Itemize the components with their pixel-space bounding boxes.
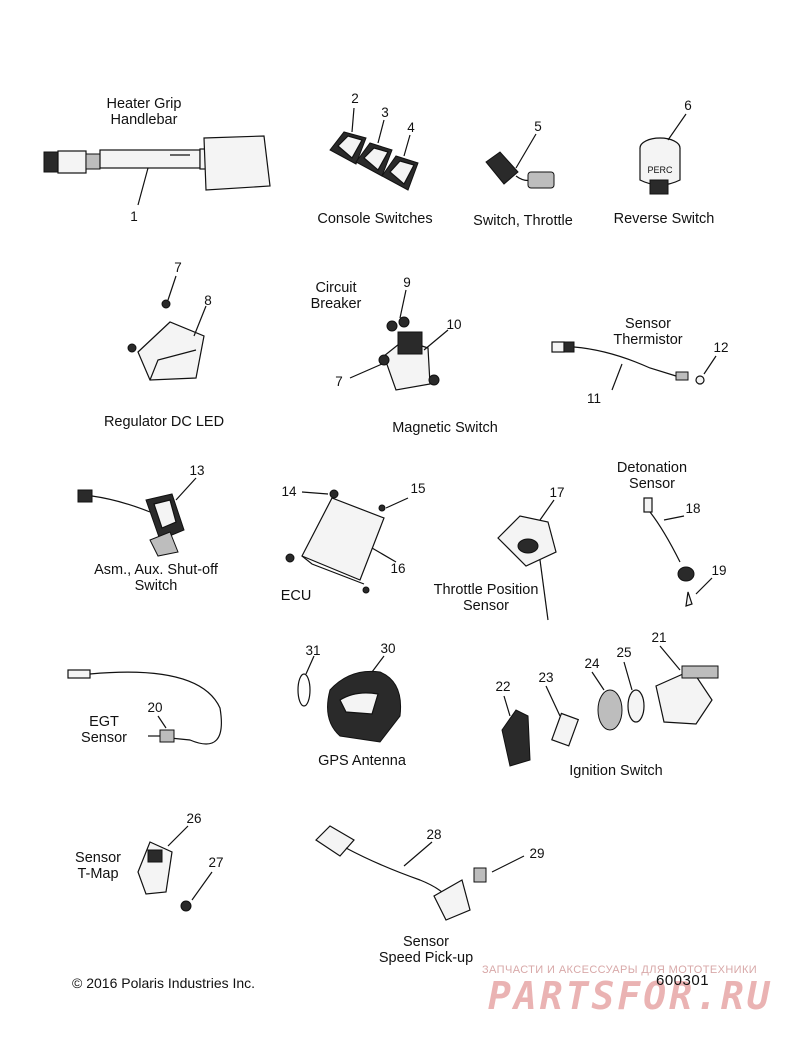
callout-19: 19 [711, 563, 727, 578]
callout-25: 25 [616, 645, 632, 660]
callout-21: 21 [651, 630, 667, 645]
callout-31: 31 [305, 643, 321, 658]
detonation-drawing [643, 497, 713, 607]
figure-number: 600301 [656, 972, 710, 989]
aux-shutoff-drawing [77, 477, 197, 557]
callout-26: 26 [186, 811, 202, 826]
callout-22: 22 [495, 679, 511, 694]
callout-6: 6 [684, 98, 692, 113]
callout-5: 5 [534, 119, 542, 134]
callout-9: 9 [403, 275, 411, 290]
callout-18: 18 [685, 501, 701, 516]
callout-2: 2 [351, 91, 359, 106]
label-gps: GPS Antenna [318, 753, 406, 769]
label-ecu: ECU [280, 588, 312, 604]
throttle-position-drawing [497, 499, 557, 621]
callout-14: 14 [281, 484, 297, 499]
speed-pickup-drawing [315, 825, 525, 921]
label-reverse-switch: Reverse Switch [613, 211, 715, 227]
callout-7a: 7 [174, 260, 182, 275]
ecu-drawing [285, 489, 409, 594]
label-throttle-position: Throttle Position Sensor [433, 582, 539, 614]
tmap-drawing [137, 825, 213, 912]
callout-8: 8 [204, 293, 212, 308]
label-sensor-thermistor: Sensor Thermistor [613, 316, 683, 348]
callout-7b: 7 [335, 374, 343, 389]
callout-27: 27 [208, 855, 224, 870]
label-speed-pickup: Sensor Speed Pick-up [378, 934, 474, 966]
throttle-switch-drawing [485, 133, 555, 189]
callout-17: 17 [549, 485, 565, 500]
callout-20: 20 [147, 700, 163, 715]
label-circuit-breaker: Circuit Breaker [310, 280, 362, 312]
callout-3: 3 [381, 105, 389, 120]
watermark-logo: PARTSFOR.RU [488, 974, 773, 1018]
callout-15: 15 [410, 481, 426, 496]
callout-28: 28 [426, 827, 442, 842]
label-aux-shutoff: Asm., Aux. Shut-off Switch [94, 562, 218, 594]
label-heater-grip: Heater Grip Handlebar [106, 96, 182, 128]
perc-text: PERC [647, 165, 673, 175]
callout-11: 11 [586, 391, 602, 406]
gps-drawing [297, 655, 402, 743]
label-ignition: Ignition Switch [569, 763, 663, 779]
watermark-tagline: ЗАПЧАСТИ И АКСЕССУАРЫ ДЛЯ МОТОТЕХНИКИ [482, 964, 758, 976]
label-detonation: Detonation Sensor [616, 460, 688, 492]
callout-13: 13 [189, 463, 205, 478]
callout-4: 4 [407, 120, 415, 135]
label-egt: EGT Sensor [81, 714, 127, 746]
callout-1: 1 [130, 209, 138, 224]
label-console-switches: Console Switches [317, 211, 433, 227]
callout-30: 30 [380, 641, 396, 656]
label-switch-throttle: Switch, Throttle [473, 213, 573, 229]
ignition-drawing [501, 645, 719, 767]
egt-drawing [67, 669, 222, 745]
regulator-drawing [127, 275, 207, 381]
magnetic-switch-drawing [349, 289, 449, 391]
callout-23: 23 [538, 670, 554, 685]
callout-10: 10 [446, 317, 462, 332]
console-switches-drawing [329, 107, 419, 191]
label-magnetic-switch: Magnetic Switch [392, 420, 498, 436]
callout-12: 12 [713, 340, 729, 355]
copyright-text: © 2016 Polaris Industries Inc. [72, 975, 256, 991]
callout-24: 24 [584, 656, 600, 671]
callout-16: 16 [390, 561, 406, 576]
label-regulator: Regulator DC LED [103, 414, 225, 430]
label-tmap: Sensor T-Map [75, 850, 121, 882]
callout-29: 29 [529, 846, 545, 861]
heater-grip-drawing [43, 135, 271, 206]
thermistor-drawing [551, 341, 717, 391]
reverse-switch-drawing [639, 113, 687, 195]
